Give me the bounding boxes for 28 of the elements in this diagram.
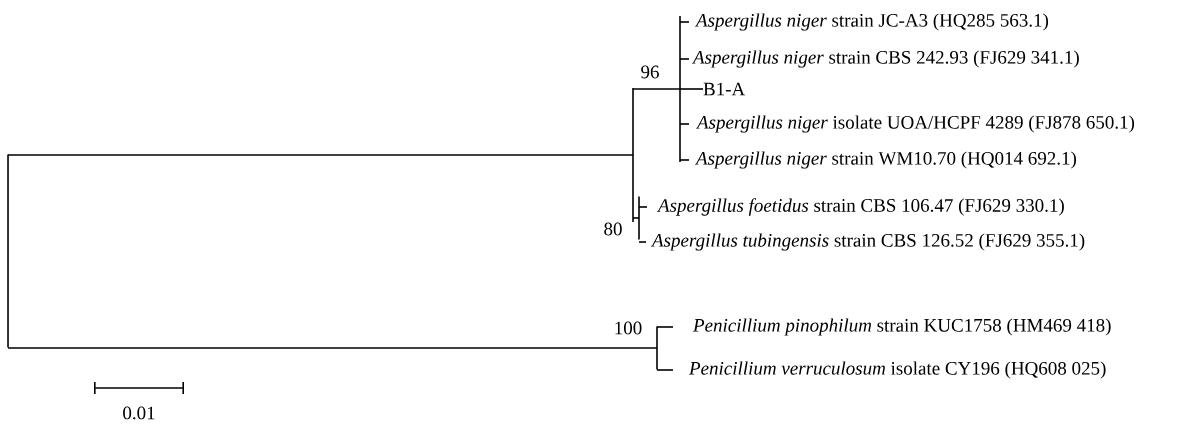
taxon-label: Aspergillus tubingensis strain CBS 126.52 (FJ629 355.1) bbox=[650, 233, 1085, 251]
branch-line bbox=[679, 21, 690, 23]
branch-line bbox=[638, 241, 647, 243]
branch-line bbox=[7, 154, 9, 348]
branch-line bbox=[632, 88, 681, 90]
branch-line bbox=[679, 159, 690, 161]
taxon-label: Penicillium verruculosum isolate CY196 (HQ608 025) bbox=[688, 361, 1106, 379]
branch-line bbox=[7, 154, 634, 156]
branch-line bbox=[656, 326, 674, 328]
branch-line bbox=[679, 123, 690, 125]
scale-value: 0.01 bbox=[123, 406, 155, 420]
bootstrap-value: 96 bbox=[641, 65, 659, 79]
taxon-label: B1-A bbox=[703, 82, 746, 96]
taxon-label: Aspergillus niger strain WM10.70 (HQ014 692.1) bbox=[694, 151, 1077, 169]
bootstrap-value: 80 bbox=[604, 222, 622, 236]
branch-line bbox=[7, 347, 658, 349]
branch-line bbox=[679, 16, 681, 162]
taxon-label: Penicillium pinophilum strain KUC1758 (HM469 418) bbox=[692, 318, 1111, 336]
taxon-label: Aspergillus niger strain CBS 242.93 (FJ629 341.1) bbox=[691, 50, 1079, 68]
branch-line bbox=[679, 88, 704, 90]
branch-line bbox=[638, 206, 648, 208]
taxon-label: Aspergillus niger strain JC-A3 (HQ285 563.1) bbox=[694, 13, 1049, 31]
branch-line bbox=[632, 217, 640, 219]
bootstrap-value: 100 bbox=[615, 321, 642, 335]
branch-line bbox=[679, 58, 690, 60]
branch-line bbox=[656, 369, 674, 371]
taxon-label: Aspergillus foetidus strain CBS 106.47 (FJ629 330.1) bbox=[656, 198, 1064, 216]
taxon-label: Aspergillus niger isolate UOA/HCPF 4289 (FJ878 650.1) bbox=[695, 115, 1135, 133]
